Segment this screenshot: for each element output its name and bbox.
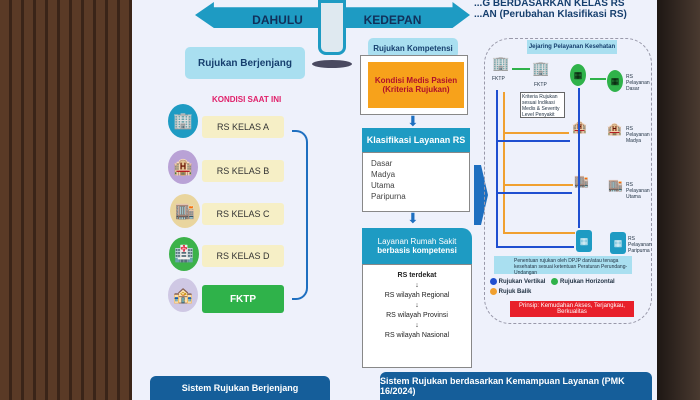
klasifikasi-list: Dasar Madya Utama Paripurna bbox=[362, 152, 470, 212]
legend-dot-icon bbox=[490, 288, 497, 296]
list-item: Utama bbox=[371, 181, 395, 190]
vertical-referral-line bbox=[496, 246, 574, 248]
rs-kelas-d: RS KELAS D bbox=[202, 245, 284, 267]
legend-label: Rujukan Horizontal bbox=[560, 279, 615, 286]
service-title-line: Layanan Rumah Sakit bbox=[377, 237, 457, 246]
kondisi-medis-box: Kondisi Medis Pasien (Kriteria Rujukan) bbox=[368, 62, 464, 108]
vertical-referral-line bbox=[578, 88, 580, 228]
middle-footer-bar: Sistem Rujukan berdasarkan Kemampuan Lay… bbox=[380, 372, 652, 400]
legend-dot-icon bbox=[551, 278, 559, 285]
fktp-building-icon: 🏢 bbox=[532, 60, 550, 76]
rs-utama-icon: 🏬 bbox=[574, 174, 589, 188]
clinic-icon: 🏤 bbox=[168, 278, 198, 312]
step-arrow-icon: ↓ bbox=[415, 322, 419, 329]
legend-label: Rujuk Balik bbox=[498, 289, 532, 296]
criteria-line: Kondisi Medis Pasien bbox=[374, 76, 458, 85]
info-note: Penentuan rujukan oleh DPJP dan/atau ten… bbox=[494, 256, 632, 276]
slide-subtitle: ...AN (Perubahan Klasifikasi RS) bbox=[474, 9, 627, 20]
node-label: RS Pelayanan Dasar bbox=[626, 74, 650, 92]
wooden-wall bbox=[0, 0, 135, 400]
rujukan-berjenjang-label: Rujukan Berjenjang bbox=[185, 47, 305, 79]
rs-paripurna-icon: ▦ bbox=[610, 232, 626, 254]
steps-box: RS terdekat ↓ RS wilayah Regional ↓ RS w… bbox=[362, 264, 472, 368]
hospital-icon-a: 🏢 bbox=[168, 104, 198, 138]
down-arrow-icon: ⬇ bbox=[407, 113, 419, 129]
network-panel bbox=[484, 38, 652, 324]
step: RS wilayah Regional bbox=[384, 292, 450, 299]
rs-kelas-a: RS KELAS A bbox=[202, 116, 284, 138]
kedepan-label: KEDEPAN bbox=[363, 13, 422, 27]
layanan-title: Layanan Rumah Sakit berbasis kompetensi bbox=[362, 228, 472, 264]
node-label: FKTP bbox=[534, 82, 547, 88]
syringe-icon bbox=[318, 0, 346, 55]
presentation-slide: ...G BERDASARKAN KELAS RS ...AN (Perubah… bbox=[132, 0, 657, 400]
criteria-line: (Kriteria Rujukan) bbox=[382, 85, 450, 94]
rs-dasar-icon: ▦ bbox=[570, 64, 586, 86]
node-label: FKTP bbox=[492, 76, 505, 82]
rujukan-kompetensi-label: Rujukan Kompetensi bbox=[368, 38, 458, 58]
rs-dasar-icon: ▦ bbox=[607, 70, 623, 92]
step: RS terdekat bbox=[397, 272, 437, 279]
list-item: Madya bbox=[371, 170, 396, 179]
back-referral-line bbox=[503, 132, 569, 134]
klasifikasi-title: Klasifikasi Layanan RS bbox=[362, 128, 470, 152]
node-label: RS Pelayanan Paripurna bbox=[628, 236, 652, 254]
dahulu-label: DAHULU bbox=[252, 13, 303, 27]
criteria-note: Kriteria Rujukan sesuai Indikasi Medis &… bbox=[520, 92, 565, 118]
hospital-icon-d: 🏥 bbox=[169, 237, 199, 271]
hospital-icon-c: 🏬 bbox=[170, 194, 200, 228]
vertical-referral-line bbox=[496, 90, 498, 248]
principle-banner: Prinsip: Kemudahan Akses, Terjangkau, Be… bbox=[510, 301, 634, 317]
rs-kelas-b: RS KELAS B bbox=[202, 160, 284, 182]
dahulu-arrow: DAHULU bbox=[195, 2, 330, 28]
legend-label: Rujukan Vertikal bbox=[498, 279, 546, 286]
kedepan-arrow: KEDEPAN bbox=[345, 2, 470, 28]
vertical-referral-line bbox=[496, 192, 572, 194]
kondisi-saat-ini: KONDISI SAAT INI bbox=[212, 95, 282, 104]
legend: Rujukan Vertikal Rujukan Horizontal Ruju… bbox=[490, 278, 650, 296]
legend-item: Rujukan Vertikal bbox=[490, 278, 545, 286]
left-footer-bar: Sistem Rujukan Berjenjang bbox=[150, 376, 330, 400]
step: RS wilayah Nasional bbox=[384, 332, 450, 339]
drop-shadow bbox=[312, 60, 352, 68]
slide-title: ...G BERDASARKAN KELAS RS bbox=[474, 0, 625, 9]
list-item: Dasar bbox=[371, 159, 393, 168]
hospital-icon-b: 🏨 bbox=[168, 150, 198, 184]
list-item: Paripurna bbox=[371, 192, 406, 201]
rs-utama-icon: 🏬 bbox=[608, 178, 623, 192]
legend-dot-icon bbox=[490, 278, 497, 285]
fktp-building-icon: 🏢 bbox=[492, 55, 510, 71]
service-title-line: berbasis kompetensi bbox=[377, 246, 457, 255]
back-referral-line bbox=[503, 92, 505, 232]
step: RS wilayah Provinsi bbox=[386, 312, 448, 319]
node-label: RS Pelayanan Madya bbox=[626, 126, 650, 144]
horizontal-referral-line bbox=[512, 68, 530, 70]
rs-paripurna-icon: ▦ bbox=[576, 230, 592, 252]
rs-madya-icon: 🏨 bbox=[607, 122, 622, 136]
vertical-referral-line bbox=[496, 140, 570, 142]
fktp-box: FKTP bbox=[202, 285, 284, 313]
dark-background bbox=[655, 0, 700, 400]
back-referral-line bbox=[503, 232, 575, 234]
legend-item: Rujuk Balik bbox=[490, 288, 531, 296]
back-referral-line bbox=[503, 184, 573, 186]
referral-curve-arrows bbox=[292, 130, 308, 300]
horizontal-referral-line bbox=[590, 78, 606, 80]
step-arrow-icon: ↓ bbox=[415, 282, 419, 289]
node-label: RS Pelayanan Utama bbox=[626, 182, 650, 200]
down-arrow-icon: ⬇ bbox=[407, 210, 419, 226]
rs-kelas-c: RS KELAS C bbox=[202, 203, 284, 225]
legend-item: Rujukan Horizontal bbox=[551, 278, 615, 286]
network-title: Jejaring Pelayanan Kesehatan bbox=[527, 40, 617, 54]
step-arrow-icon: ↓ bbox=[415, 302, 419, 309]
